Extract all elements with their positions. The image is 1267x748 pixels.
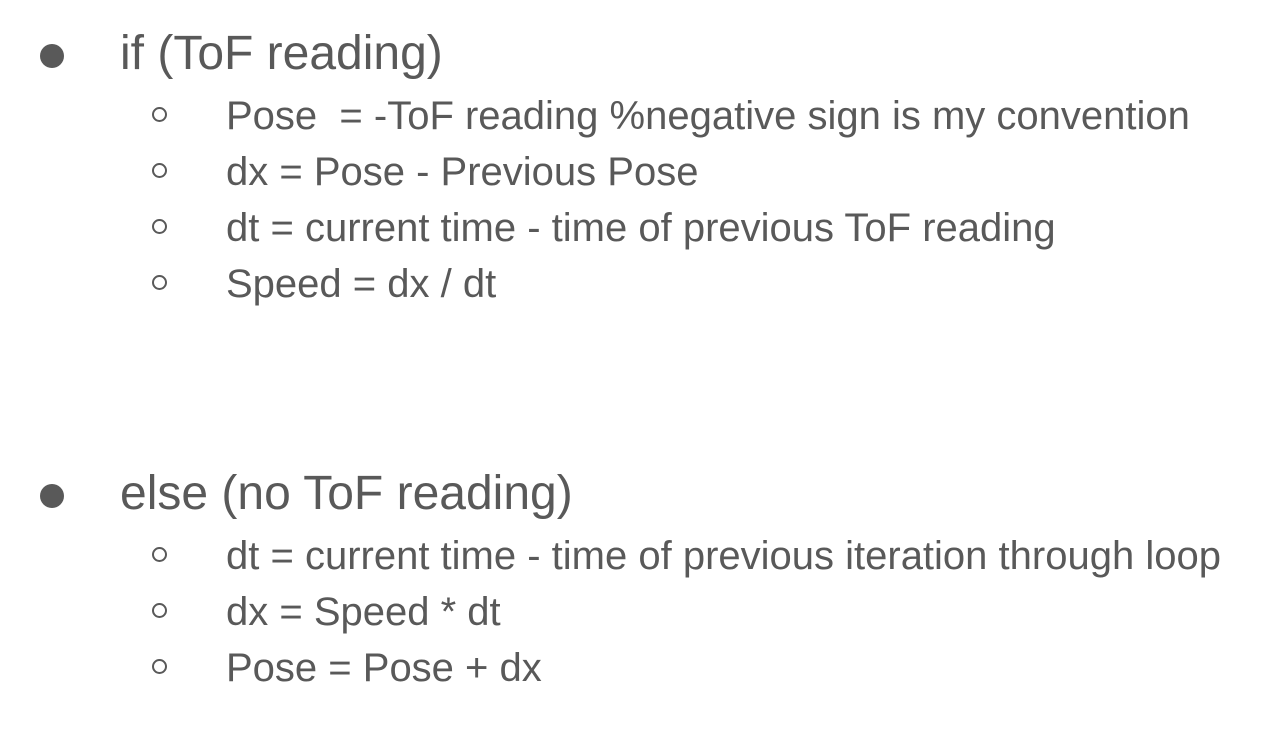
list-item: dt = current time - time of previous ToF… [0,200,1267,256]
list-item-text: dt = current time - time of previous ToF… [226,206,1056,250]
list-item-text: dx = Speed * dt [226,590,501,634]
if-heading-item: if (ToF reading) [0,24,1267,84]
list-item-text: Pose = -ToF reading %negative sign is my… [226,94,1190,138]
list-item: dx = Pose - Previous Pose [0,144,1267,200]
filled-bullet-icon [40,484,64,508]
filled-bullet-icon [40,44,64,68]
list-item: dx = Speed * dt [0,584,1267,640]
hollow-bullet-icon [152,659,167,674]
else-heading-item: else (no ToF reading) [0,464,1267,524]
hollow-bullet-icon [152,275,167,290]
hollow-bullet-icon [152,547,167,562]
list-item-text: Speed = dx / dt [226,262,497,306]
list-item-text: dx = Pose - Previous Pose [226,150,699,194]
if-heading: if (ToF reading) [120,27,443,80]
if-section: if (ToF reading) Pose = -ToF reading %ne… [0,24,1267,312]
list-item: dt = current time - time of previous ite… [0,528,1267,584]
list-item-text: dt = current time - time of previous ite… [226,534,1221,578]
list-item: Pose = -ToF reading %negative sign is my… [0,88,1267,144]
else-sub-list: dt = current time - time of previous ite… [0,528,1267,696]
hollow-bullet-icon [152,219,167,234]
list-item: Speed = dx / dt [0,256,1267,312]
else-heading: else (no ToF reading) [120,467,573,520]
else-section: else (no ToF reading) dt = current time … [0,464,1267,696]
hollow-bullet-icon [152,163,167,178]
list-item-text: Pose = Pose + dx [226,646,542,690]
hollow-bullet-icon [152,603,167,618]
list-item: Pose = Pose + dx [0,640,1267,696]
if-sub-list: Pose = -ToF reading %negative sign is my… [0,88,1267,312]
hollow-bullet-icon [152,107,167,122]
